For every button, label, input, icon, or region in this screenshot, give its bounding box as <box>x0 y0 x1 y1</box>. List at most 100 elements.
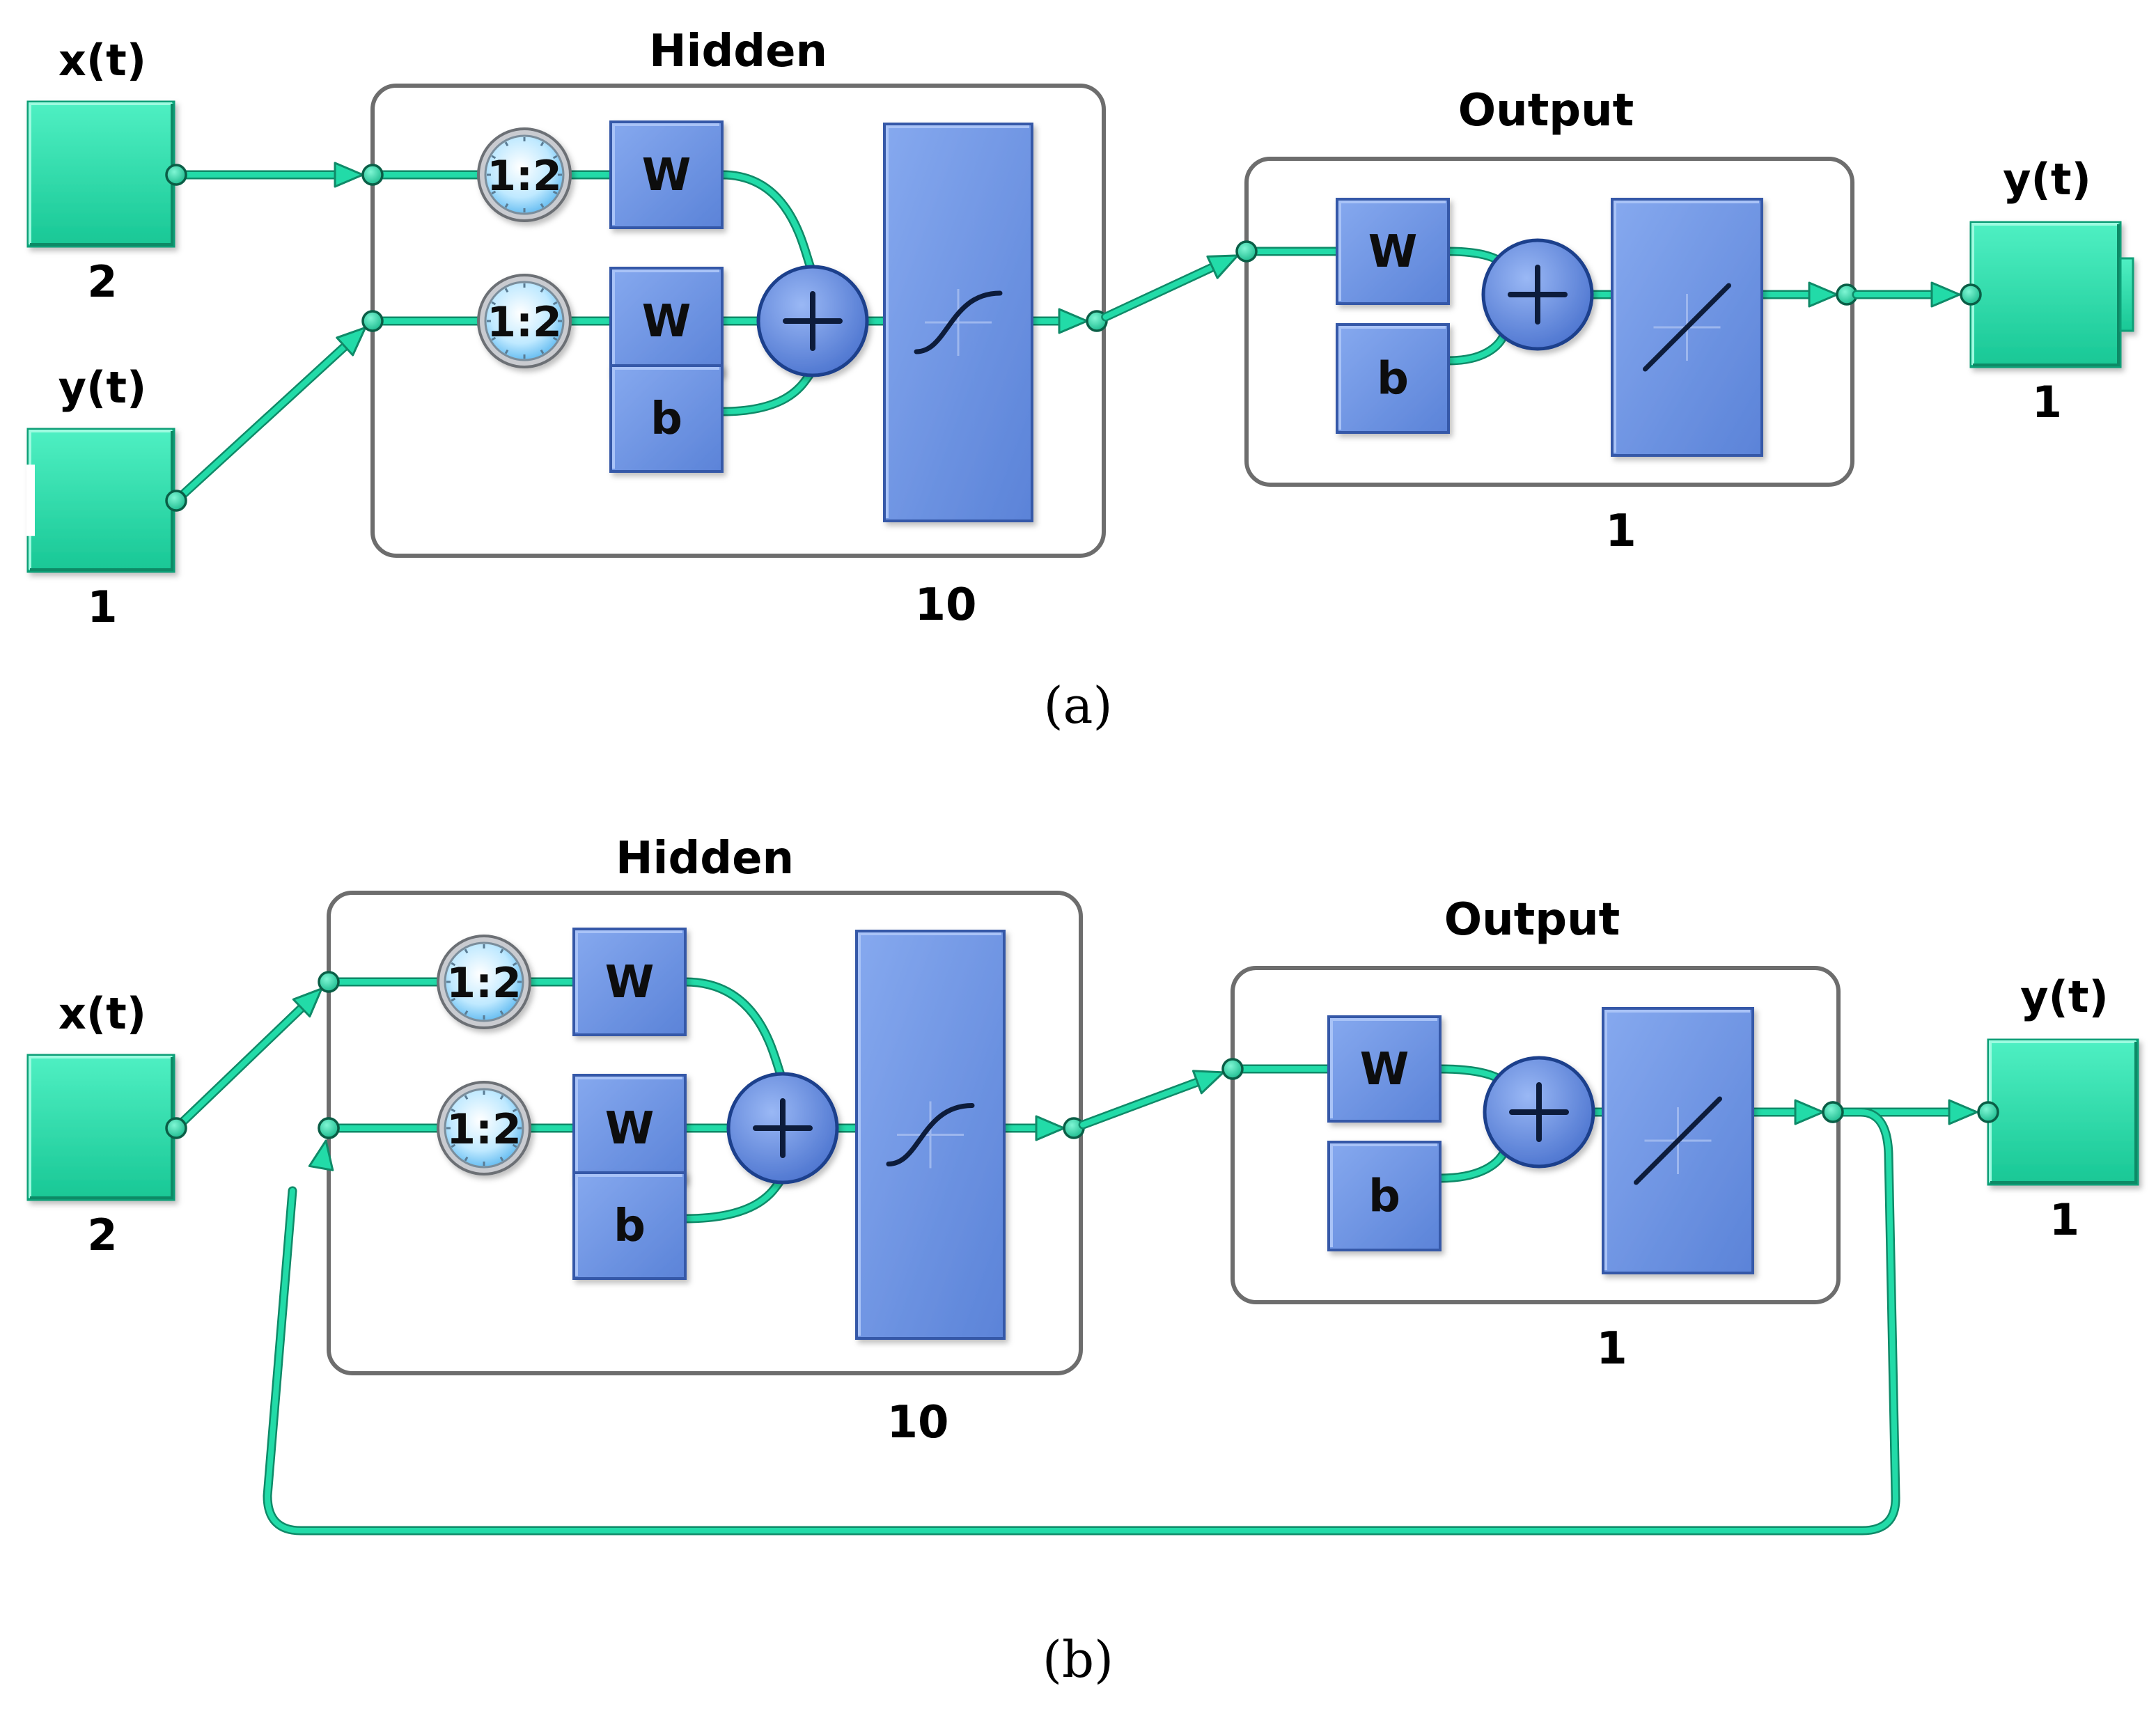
purelin-transfer-block <box>1611 198 1763 457</box>
tapped-delay-icon: 1:2 <box>437 1081 531 1175</box>
connection-node <box>361 164 384 186</box>
output-bias-block-label: b <box>1377 354 1409 405</box>
output-weight-block: W <box>1327 1015 1442 1123</box>
hidden-weight-block-2-label: W <box>605 1103 655 1155</box>
hidden-weight-block-2: W <box>572 1074 687 1182</box>
arrowhead <box>334 162 364 188</box>
connection-node <box>165 164 187 186</box>
input-x-block <box>26 1054 175 1201</box>
arrowhead <box>1035 1115 1065 1141</box>
hidden-layer-size: 10 <box>914 579 976 631</box>
output-weight-block-label: W <box>1360 1044 1409 1095</box>
hidden-bias-block-label: b <box>650 393 682 445</box>
output-bias-block: b <box>1336 323 1450 434</box>
input-x-block <box>26 100 175 248</box>
output-bias-block: b <box>1327 1141 1442 1251</box>
tapped-delay-icon: 1:2 <box>477 127 572 222</box>
input-x-label: x(t) <box>58 988 146 1039</box>
arrowhead <box>292 987 323 1018</box>
hidden-bias-block-label: b <box>614 1201 646 1252</box>
input-x-wire <box>171 998 311 1133</box>
tansig-transfer-block <box>855 930 1006 1340</box>
hidden-weight-block-1: W <box>572 928 687 1036</box>
input-x-size: 2 <box>87 256 117 307</box>
output-y-block <box>1987 1038 2139 1186</box>
hidden-to-output-wire <box>1101 260 1224 322</box>
output-y-label: y(t) <box>2020 971 2109 1022</box>
arrowhead <box>1192 1070 1225 1095</box>
summation-icon <box>756 265 869 377</box>
connection-node <box>361 310 384 332</box>
input-x-size: 2 <box>87 1210 117 1260</box>
arrowhead <box>1794 1099 1825 1125</box>
output-y-size: 1 <box>2049 1194 2079 1245</box>
delay-label: 1:2 <box>446 959 522 1008</box>
output-layer-title: Output <box>1444 894 1620 946</box>
arrowhead <box>1058 308 1088 334</box>
output-y-block <box>1969 221 2134 368</box>
output-layer-size: 1 <box>1596 1323 1627 1375</box>
arrowhead <box>1808 281 1838 308</box>
arrowhead <box>1930 281 1961 308</box>
arrowhead <box>336 326 367 357</box>
connection-node <box>1221 1058 1244 1080</box>
feedback-tab <box>2119 257 2134 332</box>
connection-node <box>1822 1101 1844 1123</box>
connection-node <box>165 490 187 512</box>
output-bias-block-label: b <box>1368 1171 1400 1223</box>
connection-node <box>1235 240 1258 263</box>
connection-node <box>1960 283 1982 306</box>
output-y-label: y(t) <box>2003 154 2091 205</box>
hidden-weight-block-2: W <box>609 267 724 375</box>
hidden-bias-block: b <box>609 364 724 473</box>
hidden-wire-b-sum <box>717 366 818 416</box>
purelin-line-icon <box>1643 283 1731 372</box>
input-y-wire <box>171 337 355 506</box>
arrowhead <box>308 1139 334 1171</box>
hidden-layer-title: Hidden <box>616 833 794 884</box>
caption-b: (b) <box>1042 1630 1114 1689</box>
hidden-weight-block-1: W <box>609 120 724 229</box>
tapped-delay-icon: 1:2 <box>477 274 572 368</box>
tapped-delay-icon: 1:2 <box>437 935 531 1029</box>
summation-icon <box>1481 238 1594 351</box>
caption-a: (a) <box>1043 676 1112 735</box>
connection-node <box>318 971 340 993</box>
purelin-transfer-block <box>1602 1007 1754 1274</box>
hidden-to-output-wire <box>1078 1075 1209 1130</box>
output-layer-size: 1 <box>1605 506 1636 557</box>
delay-label: 1:2 <box>487 298 562 347</box>
open-loop-narx: x(t)2Hidden10y(t)11:21:2WWbOutput1Wby(t)… <box>26 26 2134 735</box>
hidden-weight-block-1-label: W <box>605 957 655 1008</box>
delay-label: 1:2 <box>446 1105 522 1154</box>
tansig-curve-icon <box>914 290 1003 354</box>
hidden-bias-block: b <box>572 1171 687 1280</box>
connection-node <box>318 1117 340 1139</box>
tansig-curve-icon <box>886 1103 975 1166</box>
output-layer-frame <box>1244 157 1854 487</box>
hidden-weight-block-2-label: W <box>642 296 692 347</box>
input-x-label: x(t) <box>58 35 146 86</box>
summation-icon <box>726 1072 839 1185</box>
output-layer-title: Output <box>1458 85 1634 136</box>
feedback-loop-wire <box>263 1107 1900 1536</box>
output-weight-block: W <box>1336 198 1450 305</box>
output-y-size: 1 <box>2032 377 2062 428</box>
purelin-line-icon <box>1634 1096 1722 1185</box>
hidden-wire-w1-sum <box>680 977 788 1083</box>
delay-label: 1:2 <box>487 152 562 201</box>
connection-node <box>1977 1101 1999 1123</box>
summation-icon <box>1483 1056 1595 1169</box>
hidden-wire-b-sum <box>680 1173 788 1224</box>
feedback-notch <box>26 464 35 536</box>
input-y-block <box>26 428 175 573</box>
hidden-weight-block-1-label: W <box>642 150 692 201</box>
input-y-size: 1 <box>87 581 117 632</box>
hidden-layer-size: 10 <box>886 1397 948 1448</box>
tansig-transfer-block <box>883 123 1033 522</box>
arrowhead <box>1206 254 1239 279</box>
output-weight-block-label: W <box>1368 226 1418 278</box>
hidden-wire-w1-sum <box>717 170 818 276</box>
